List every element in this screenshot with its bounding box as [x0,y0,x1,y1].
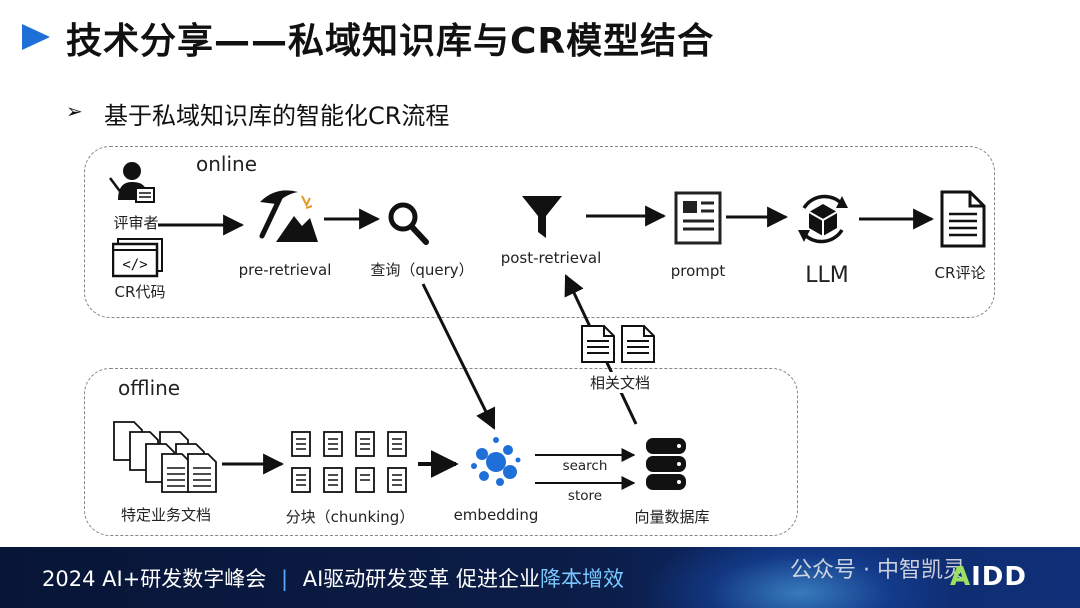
store-label: store [567,488,603,504]
cr-code-label: CR代码 [114,283,166,301]
logo-idd: IDD [971,562,1027,592]
related-documents-icon [581,325,655,363]
footer-glow-decoration [640,547,960,608]
page-subtitle: 基于私域知识库的智能化CR流程 [104,102,450,130]
reviewer-label: 评审者 [113,214,159,232]
footer-slogan: AI驱动研发变革 促进企业 [302,567,540,591]
post-retrieval-label: post-retrieval [500,249,602,267]
vector-db-label: 向量数据库 [634,508,710,526]
footer-text: 2024 AI+研发数字峰会 | AI驱动研发变革 促进企业降本增效 [42,563,624,593]
business-documents-icon [113,421,217,493]
logo-a: A [950,562,972,592]
pre-retrieval-label: pre-retrieval [238,261,332,279]
specific-docs-label: 特定业务文档 [120,506,212,524]
online-label: online [196,152,258,176]
cr-review-label: CR评论 [934,264,986,282]
funnel-filter-icon [522,196,562,238]
embedding-label: embedding [453,506,539,524]
search-icon [388,202,429,245]
chunking-label: 分块（chunking） [285,508,415,526]
offline-panel [84,368,798,536]
code-window-icon: </> [112,238,163,278]
related-docs-label: 相关文档 [585,372,655,393]
review-document-icon [940,190,986,248]
arrow-query-to-embedding [421,283,496,430]
footer-separator: | [280,567,289,591]
prompt-label: prompt [670,262,726,280]
aidd-logo: AIDD [950,562,1027,592]
svg-text:</>: </> [122,257,147,273]
search-label: search [562,458,608,474]
title-arrow-icon [22,24,50,50]
pickaxe-mining-icon [259,190,318,242]
offline-label: offline [118,376,181,400]
footer-slogan-highlight: 降本增效 [539,567,624,591]
database-icon [646,438,686,490]
llm-label: LLM [805,263,849,288]
footer-banner: 2024 AI+研发数字峰会 | AI驱动研发变革 促进企业降本增效 [0,547,1080,608]
page-title: 技术分享——私域知识库与CR模型结合 [66,21,715,62]
chunking-grid-icon [291,431,407,493]
query-label: 查询（query） [370,261,474,279]
llm-cube-cycle-icon [798,194,848,244]
wechat-watermark: 公众号 · 中智凯灵 [790,558,965,583]
prompt-document-icon [674,191,722,245]
embedding-bubbles-icon [471,437,521,486]
reviewer-icon [109,162,155,203]
bullet-arrow-icon: ➢ [66,99,83,123]
event-name: 2024 AI+研发数字峰会 [42,567,267,591]
online-panel [84,146,995,318]
